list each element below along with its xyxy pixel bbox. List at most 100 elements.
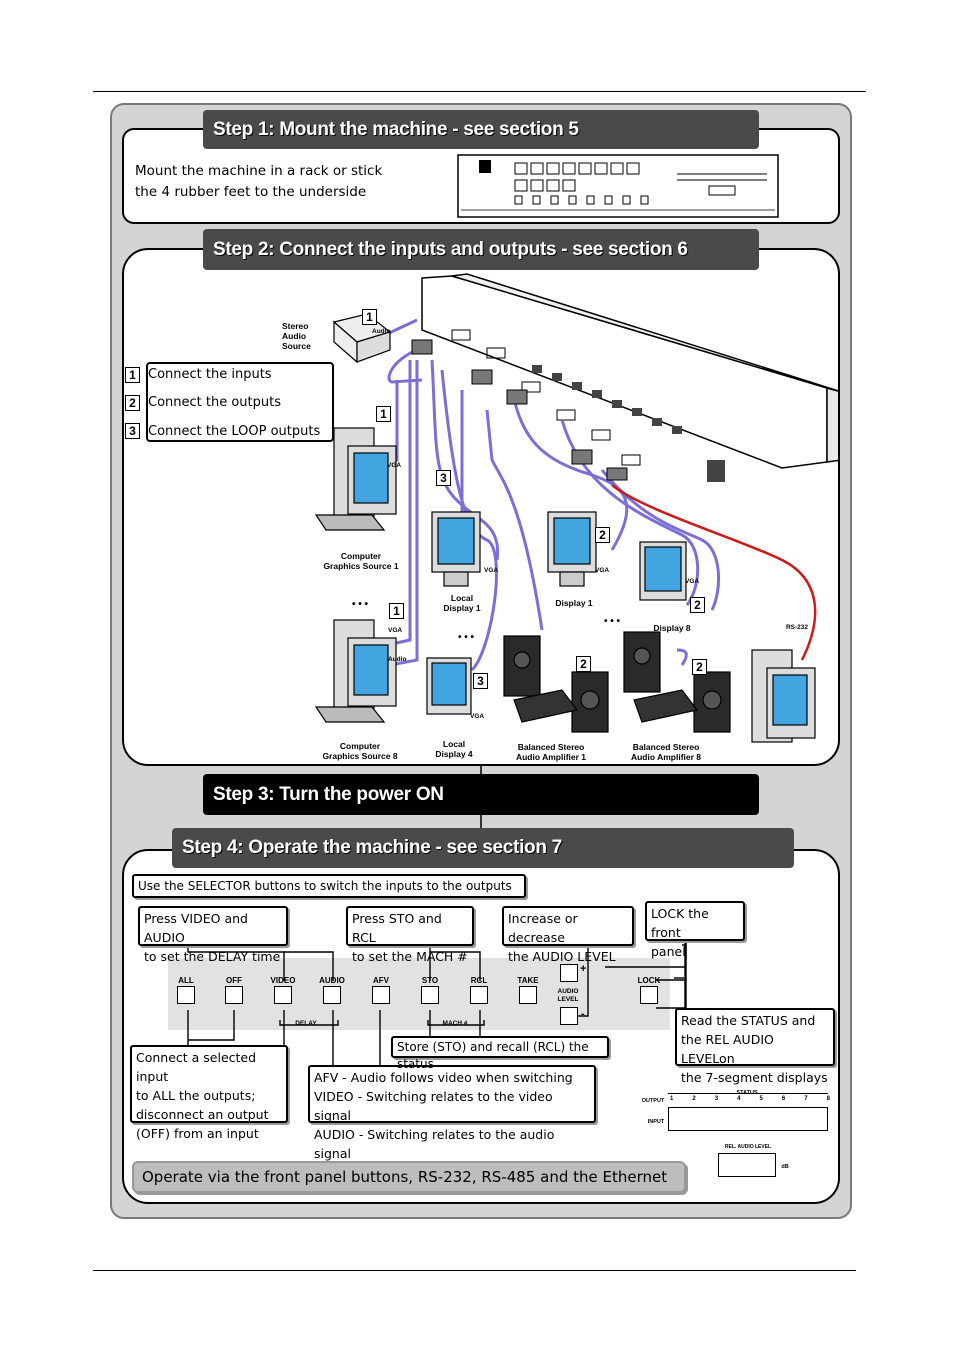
marker-1-computer8: 1 <box>389 603 404 619</box>
label-vga-local1: VGA <box>484 567 499 574</box>
output-label: OUTPUT <box>641 1098 665 1104</box>
output-num-1: 1 <box>670 1096 674 1102</box>
afv-button-label: AFV <box>373 976 389 985</box>
label-display8: Display 8 <box>653 623 691 633</box>
level-note: Increase or decrease the AUDIO LEVEL <box>502 906 634 964</box>
afv-button[interactable] <box>372 986 390 1004</box>
legend-num-2: 2 <box>125 395 140 411</box>
bottom-note: Operate via the front panel buttons, RS-… <box>132 1161 686 1193</box>
take-button[interactable] <box>519 986 537 1004</box>
step1-text-line2: the 4 rubber feet to the underside <box>135 184 367 200</box>
status-top-line <box>668 1093 828 1094</box>
label-vga-local4: VGA <box>470 713 485 720</box>
audio-button-label: AUDIO <box>319 976 345 985</box>
machine-front-panel-image <box>457 154 779 218</box>
audio-level-down-button[interactable] <box>560 1007 578 1025</box>
output-num-6: 6 <box>781 1096 786 1102</box>
selector-note: Use the SELECTOR buttons to switch the i… <box>132 874 526 898</box>
lock-button-label: LOCK <box>637 976 661 985</box>
marker-2-display1: 2 <box>595 527 610 543</box>
video-button[interactable] <box>274 986 292 1004</box>
sto-button[interactable] <box>421 986 439 1004</box>
connection-diagram <box>314 273 838 743</box>
output-num-5: 5 <box>759 1096 763 1102</box>
front-panel-strip <box>168 958 670 1030</box>
sto-button-label: STO <box>421 976 439 985</box>
video-button-label: VIDEO <box>270 976 296 985</box>
label-vga-computer1: VGA <box>387 462 402 469</box>
marker-1-audio: 1 <box>362 309 377 325</box>
label-vga-display1: VGA <box>595 567 610 574</box>
output-num-8: 8 <box>826 1096 830 1102</box>
output-numbers: 1 2 3 4 5 6 7 8 <box>670 1096 830 1102</box>
take-button-label: TAKE <box>517 976 539 985</box>
label-audio-computer8: Audio <box>388 656 407 663</box>
rel-audio-label: REL. AUDIO LEVEL <box>724 1144 772 1150</box>
all-button[interactable] <box>177 986 195 1004</box>
legend-label-2: Connect the outputs <box>148 395 282 410</box>
delay-label: DELAY <box>295 1020 317 1027</box>
legend-num-1: 1 <box>125 367 140 383</box>
label-vga-display8: VGA <box>685 578 700 585</box>
top-rule <box>93 91 866 92</box>
step2-legend <box>146 362 334 442</box>
label-amp1: Balanced Stereo Audio Amplifier 1 <box>515 742 587 762</box>
marker-2-display8: 2 <box>690 597 705 613</box>
audio-level-up-button[interactable] <box>560 964 578 982</box>
status-note: Read the STATUS and the REL AUDIO LEVELo… <box>675 1008 835 1085</box>
legend-label-1: Connect the inputs <box>148 367 272 382</box>
audio-level-label: AUDIO LEVEL <box>557 988 579 1003</box>
step1-text-line1: Mount the machine in a rack or stick <box>135 163 383 179</box>
input-label: INPUT <box>647 1119 665 1125</box>
marker-3-local1: 3 <box>436 470 451 486</box>
dots-displays: • • • <box>603 616 621 627</box>
dots-local-displays: • • • <box>457 632 475 643</box>
label-audio-in: Audio <box>372 328 391 335</box>
output-num-3: 3 <box>714 1096 719 1102</box>
marker-2-amp1: 2 <box>576 656 591 672</box>
marker-1-computer1: 1 <box>376 406 391 422</box>
step3-title: Step 3: Turn the power ON <box>203 774 759 815</box>
output-num-2: 2 <box>692 1096 696 1102</box>
off-button-label: OFF <box>226 976 242 985</box>
dots-computers: • • • <box>351 599 369 610</box>
label-local-display4: Local Display 4 <box>435 739 473 759</box>
db-label: dB <box>781 1164 789 1170</box>
label-local-display1: Local Display 1 <box>443 593 481 613</box>
audio-level-plus: + <box>580 963 587 975</box>
label-rs232: RS-232 <box>785 624 809 631</box>
label-stereo-audio-source: Stereo Audio Source <box>282 321 311 351</box>
status-display <box>668 1107 828 1131</box>
legend-num-3: 3 <box>125 423 140 439</box>
afv-note: AFV - Audio follows video when switching… <box>308 1065 596 1161</box>
all-off-note: Connect a selected input to ALL the outp… <box>130 1045 288 1141</box>
label-computer1: Computer Graphics Source 1 <box>323 551 399 571</box>
label-amp8: Balanced Stereo Audio Amplifier 8 <box>630 742 702 762</box>
step2-title: Step 2: Connect the inputs and outputs -… <box>203 229 759 270</box>
step4-title: Step 4: Operate the machine - see sectio… <box>172 828 794 868</box>
rcl-button[interactable] <box>470 986 488 1004</box>
label-vga-computer8: VGA <box>388 627 403 634</box>
output-num-4: 4 <box>737 1096 741 1102</box>
marker-2-amp8: 2 <box>692 659 707 675</box>
off-button[interactable] <box>225 986 243 1004</box>
rel-audio-display <box>718 1153 776 1177</box>
lock-button[interactable] <box>640 986 658 1004</box>
all-button-label: ALL <box>178 976 194 985</box>
legend-label-3: Connect the LOOP outputs <box>148 424 321 439</box>
audio-level-minus: - <box>581 1008 585 1020</box>
mach-label: MACH # <box>442 1020 468 1027</box>
step1-title: Step 1: Mount the machine - see section … <box>203 110 759 149</box>
sto-rcl-note: Store (STO) and recall (RCL) the status <box>391 1036 609 1071</box>
delay-note: Press VIDEO and AUDIO to set the DELAY t… <box>138 906 288 964</box>
label-display1: Display 1 <box>555 598 593 608</box>
lock-note: LOCK the front panel <box>645 901 745 959</box>
label-computer8: Computer Graphics Source 8 <box>322 741 398 761</box>
mach-note: Press STO and RCL to set the MACH # <box>346 906 474 964</box>
bottom-rule <box>93 1270 856 1271</box>
output-num-7: 7 <box>804 1096 808 1102</box>
rcl-button-label: RCL <box>470 976 488 985</box>
audio-button[interactable] <box>323 986 341 1004</box>
marker-3-local4: 3 <box>473 673 488 689</box>
rack-unit-image <box>421 273 838 469</box>
